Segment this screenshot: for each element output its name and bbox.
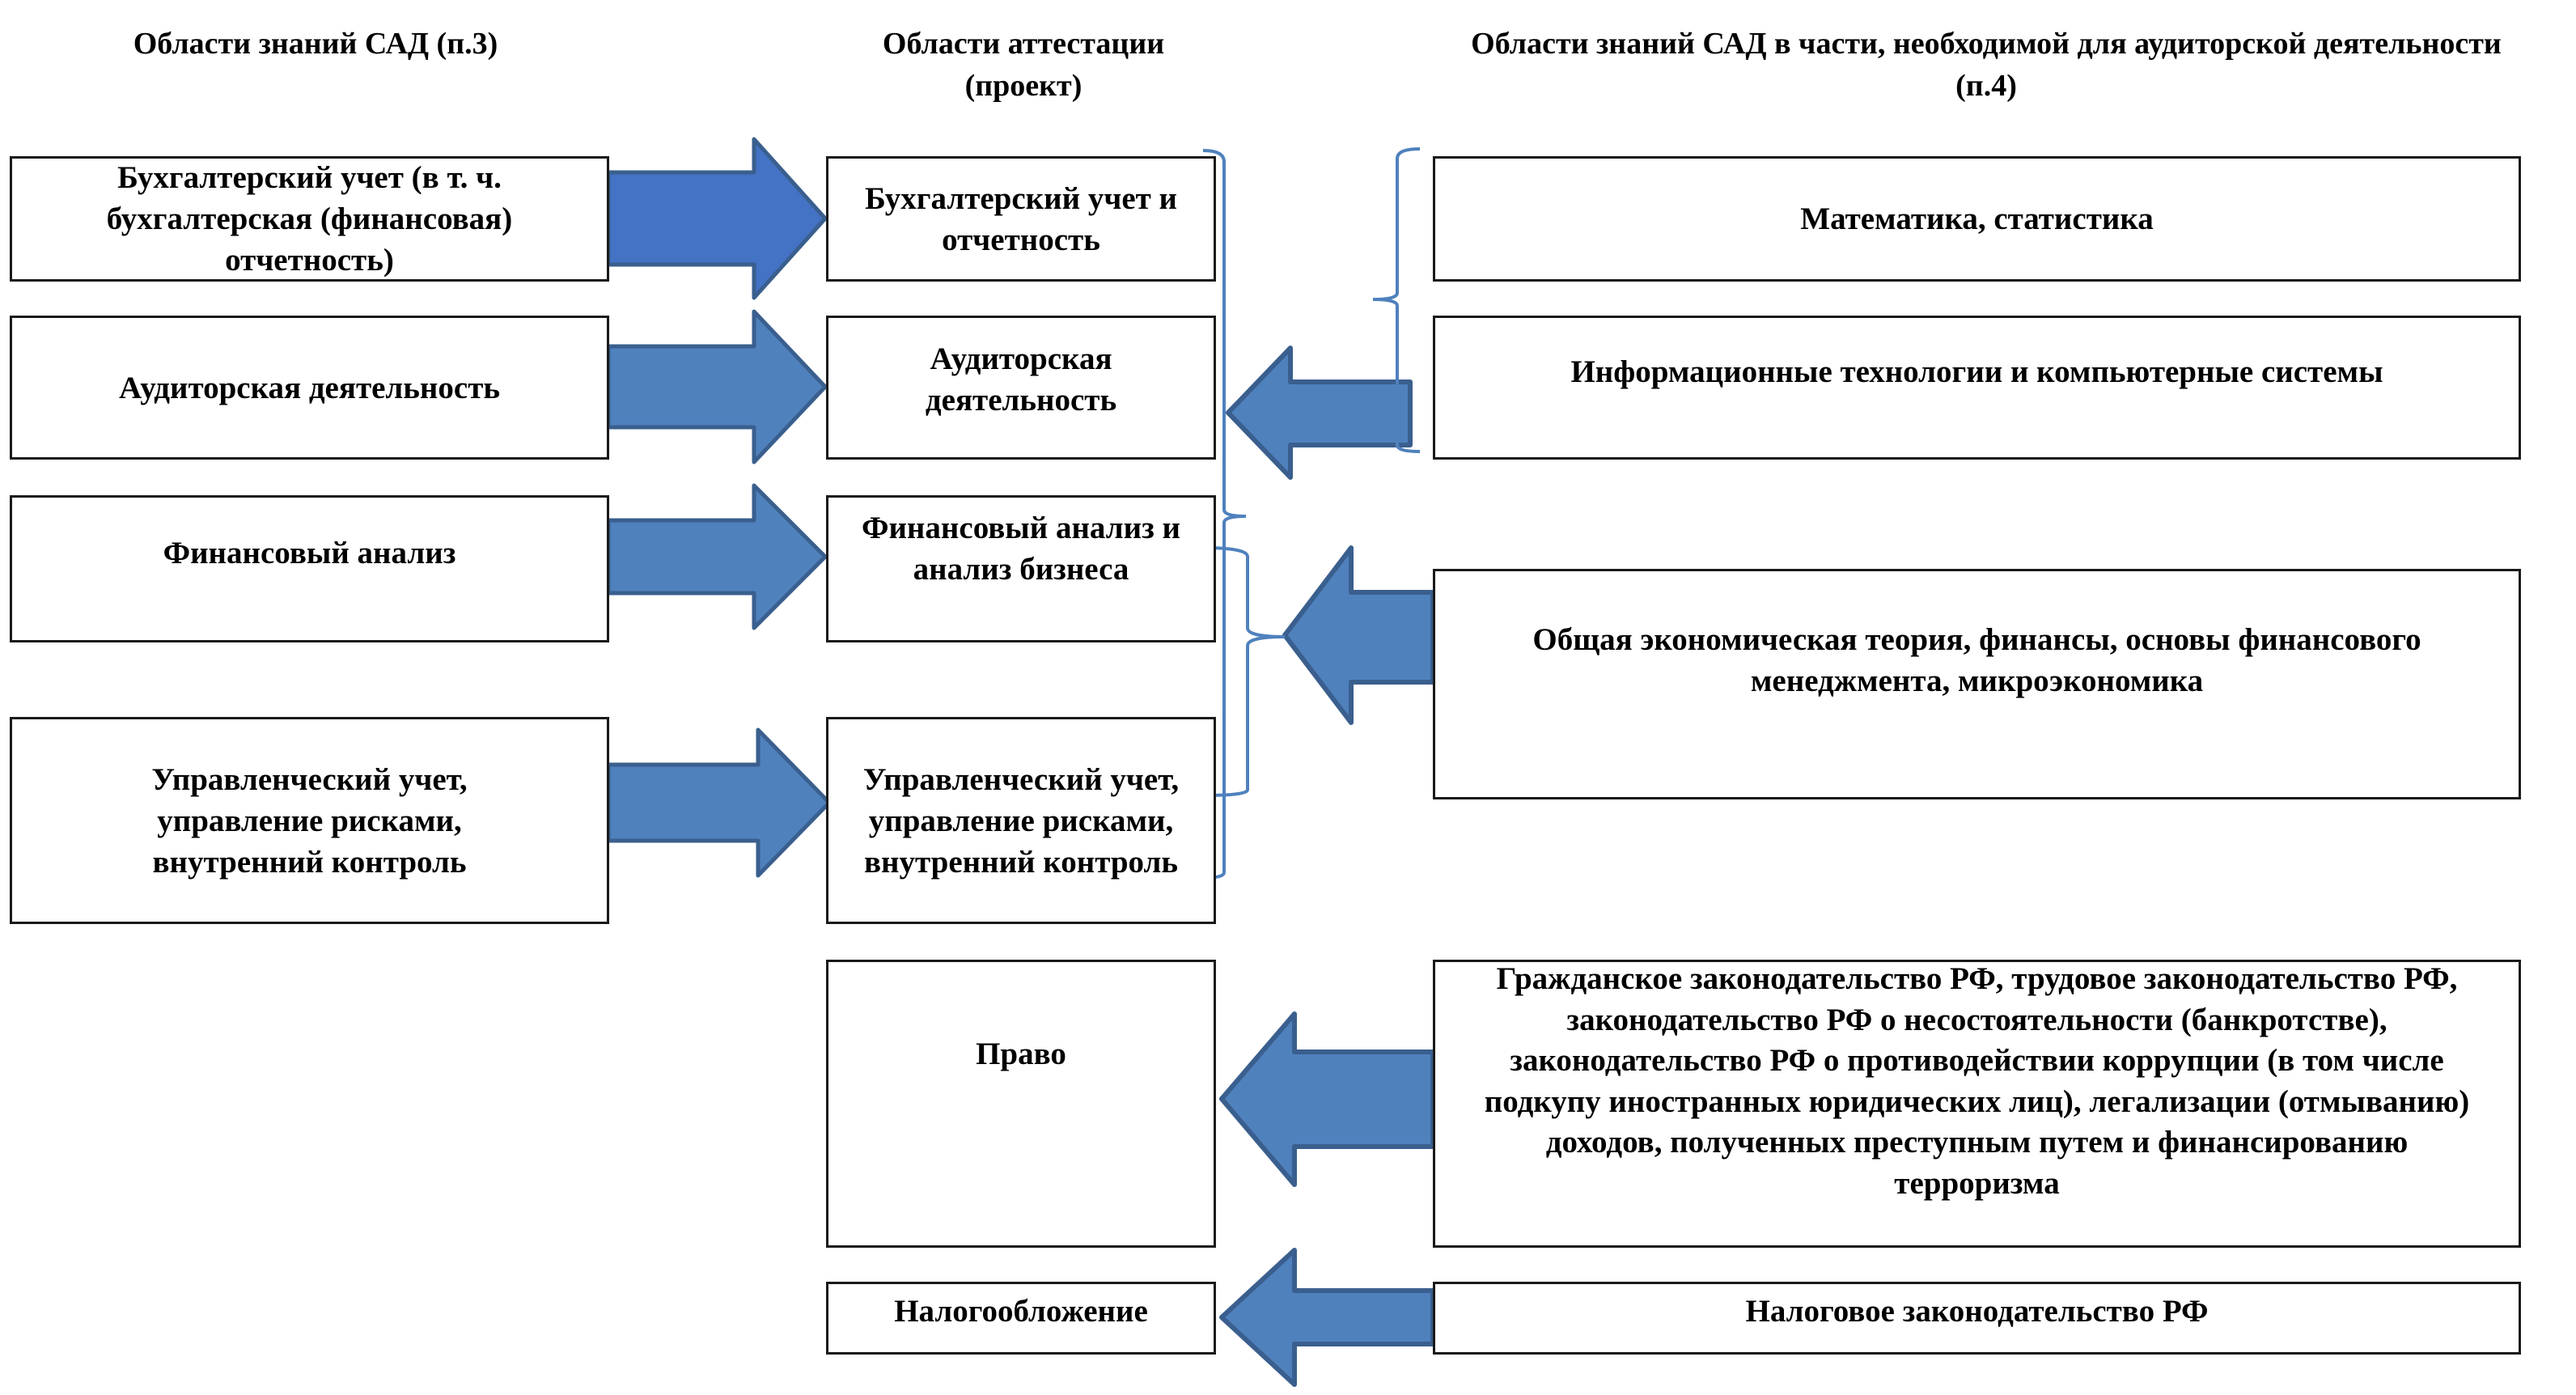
left-box-management-label: Управленческий учет, управление рисками,… xyxy=(151,761,468,880)
middle-box-management: Управленческий учет, управление рисками,… xyxy=(826,717,1216,924)
header-left: Области знаний САД (п.3) xyxy=(133,27,498,61)
middle-box-law: Право xyxy=(826,960,1216,1248)
header-middle: Области аттестации (проект) xyxy=(833,23,1214,107)
middle-box-law-label: Право xyxy=(976,1037,1066,1071)
left-box-financial-analysis-label: Финансовый анализ xyxy=(163,535,456,570)
middle-box-financial-analysis-label: Финансовый анализ и анализ бизнеса xyxy=(861,511,1181,587)
arrow-right-4 xyxy=(606,727,832,878)
right-box-it: Информационные технологии и компьютерные… xyxy=(1433,316,2521,460)
middle-box-taxation: Налогообложение xyxy=(826,1282,1216,1355)
header-right-text: Области знаний САД в части, необходимой … xyxy=(1471,27,2502,103)
arrow-right-1 xyxy=(606,137,828,300)
middle-box-accounting: Бухгалтерский учет и отчетность xyxy=(826,156,1216,282)
header-middle-text: Области аттестации (проект) xyxy=(882,27,1165,103)
right-box-tax-law: Налоговое законодательство РФ xyxy=(1433,1282,2521,1355)
middle-box-audit-label: Аудиторская деятельность xyxy=(925,341,1117,418)
left-box-accounting: Бухгалтерский учет (в т. ч. бухгалтерска… xyxy=(10,156,609,282)
header-right: Области знаний САД в части, необходимой … xyxy=(1448,23,2524,107)
arrow-right-3 xyxy=(606,483,828,630)
left-box-audit: Аудиторская деятельность xyxy=(10,316,609,460)
middle-box-management-label: Управленческий учет, управление рисками,… xyxy=(862,761,1180,880)
right-box-law: Гражданское законодательство РФ, трудово… xyxy=(1433,960,2521,1248)
arrow-left-3 xyxy=(1219,1011,1435,1187)
right-box-math-label: Математика, статистика xyxy=(1800,201,2154,236)
right-box-math: Математика, статистика xyxy=(1433,156,2521,282)
middle-box-audit: Аудиторская деятельность xyxy=(826,316,1216,460)
right-box-economics: Общая экономическая теория, финансы, осн… xyxy=(1433,569,2521,799)
arrow-right-2 xyxy=(606,309,828,464)
brace-right xyxy=(1372,147,1421,453)
left-box-financial-analysis: Финансовый анализ xyxy=(10,495,609,642)
middle-box-accounting-label: Бухгалтерский учет и отчетность xyxy=(864,180,1178,257)
right-box-it-label: Информационные технологии и компьютерные… xyxy=(1570,354,2383,389)
middle-box-taxation-label: Налогообложение xyxy=(894,1294,1148,1329)
arrow-left-4 xyxy=(1219,1248,1435,1387)
left-box-audit-label: Аудиторская деятельность xyxy=(118,370,500,405)
arrow-left-1 xyxy=(1226,346,1413,480)
left-box-accounting-label: Бухгалтерский учет (в т. ч. бухгалтерска… xyxy=(106,160,513,278)
arrow-left-2 xyxy=(1282,545,1435,725)
right-box-economics-label: Общая экономическая теория, финансы, осн… xyxy=(1532,621,2421,698)
left-box-management: Управленческий учет, управление рисками,… xyxy=(10,717,609,924)
middle-box-financial-analysis: Финансовый анализ и анализ бизнеса xyxy=(826,495,1216,642)
right-box-law-label: Гражданское законодательство РФ, трудово… xyxy=(1484,961,2470,1201)
right-box-tax-law-label: Налоговое законодательство РФ xyxy=(1745,1294,2209,1329)
